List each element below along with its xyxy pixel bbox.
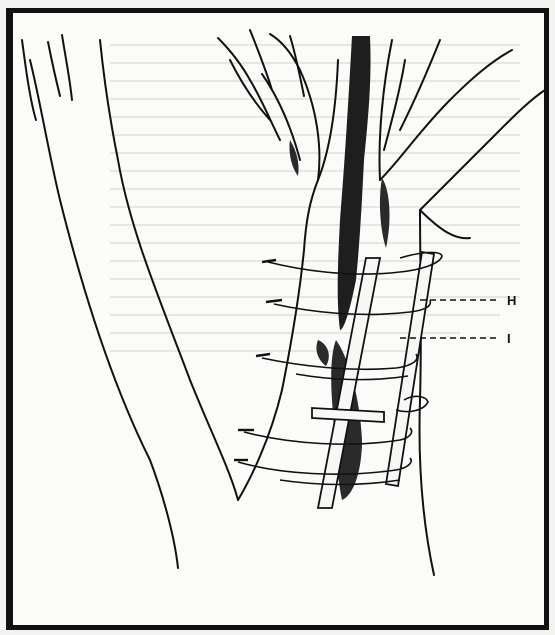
- left-tree: [22, 35, 238, 568]
- callout-label-i: I: [507, 332, 511, 345]
- callout-label-h: H: [507, 294, 516, 307]
